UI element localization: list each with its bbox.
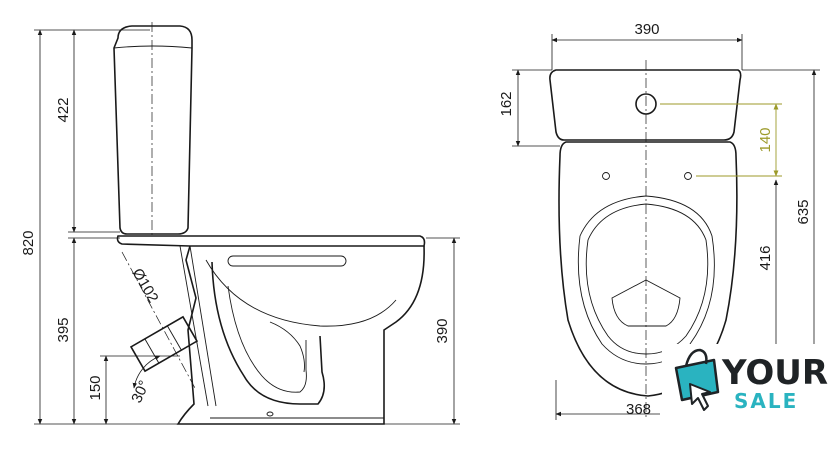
outlet-spigot (129, 315, 199, 373)
angle-arc (132, 355, 161, 389)
seat-opening (577, 195, 715, 365)
bowl-well (585, 203, 709, 355)
logo-word-your: YOUR (721, 353, 828, 393)
dim-bowl-height: 390 (434, 318, 451, 343)
dim-tank-depth: 162 (498, 91, 515, 116)
dim-bowl-length: 368 (626, 401, 651, 418)
top-view: 390 162 140 416 635 368 (498, 21, 820, 420)
flush-pipe (179, 245, 209, 407)
dim-width: 390 (634, 21, 659, 38)
flush-pipe (189, 245, 217, 407)
logo-word-sale: SALE (734, 389, 798, 413)
hinge-hole-right (684, 172, 692, 180)
dim-overall-depth: 635 (795, 199, 812, 224)
bowl-inner-line (205, 259, 397, 327)
dim-outlet-angle: 30° (128, 378, 153, 406)
watermark-logo: YOUR SALE (662, 344, 834, 416)
cistern-lid-line (113, 45, 193, 49)
drain-mark (266, 411, 274, 417)
dim-hinge-to-front: 416 (757, 245, 774, 270)
cistern-tank (113, 25, 193, 235)
dim-hinge-spacing: 140 (757, 127, 774, 152)
water-area (611, 279, 681, 327)
cistern-top (549, 69, 742, 141)
trap-inner (227, 285, 307, 393)
side-view: 820 422 395 150 (20, 22, 460, 425)
dim-seat-height: 395 (55, 317, 72, 342)
flush-slot (227, 255, 347, 267)
bowl-outline (558, 141, 738, 397)
hinge-hole-left (602, 172, 610, 180)
bowl-body (176, 245, 425, 425)
dim-overall-height: 820 (20, 230, 37, 255)
dim-outlet-height: 150 (87, 375, 104, 400)
shopping-bag-icon (674, 348, 720, 411)
bowl-rim (116, 235, 426, 247)
outlet-axis (121, 251, 197, 391)
dim-tank-height: 422 (55, 97, 72, 122)
trap-weir (269, 321, 305, 373)
cursor-icon (689, 383, 711, 411)
dim-outlet-diameter: Ø102 (129, 266, 162, 306)
trap-outer (211, 261, 326, 405)
